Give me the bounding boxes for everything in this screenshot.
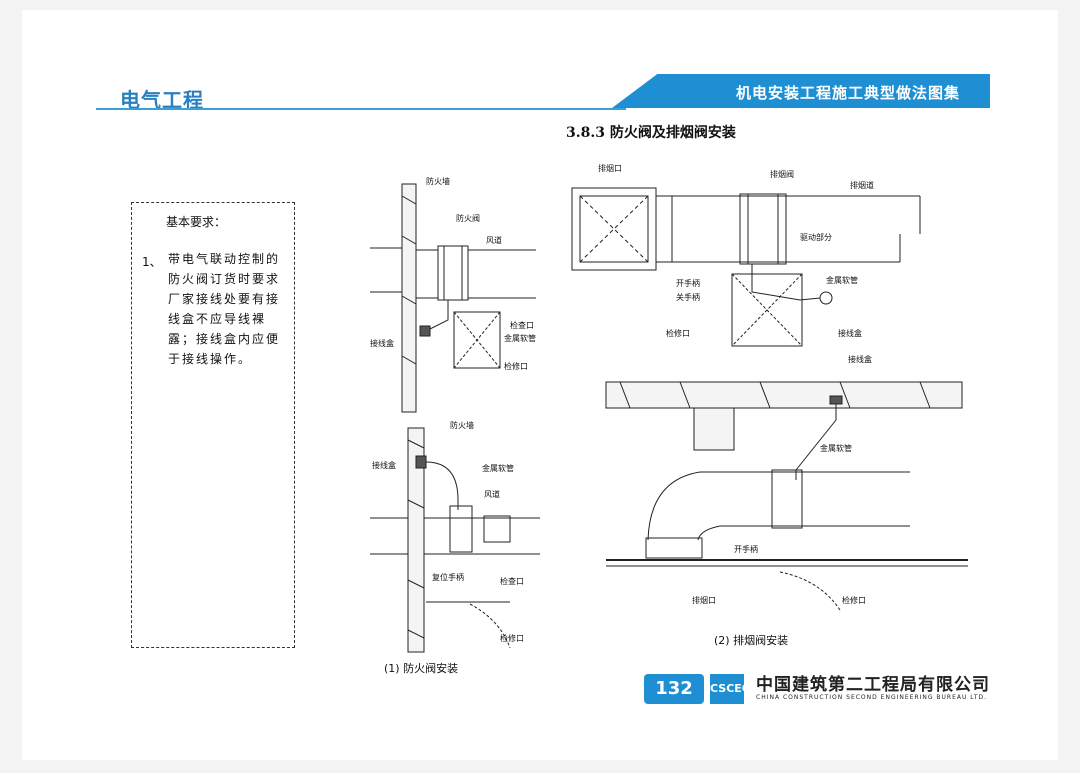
label-reset-handle: 复位手柄: [432, 572, 464, 582]
fire-damper-drawing: [370, 183, 536, 413]
fire-damper-side-labels: 防火墙 接线盒 金属软管 风道 复位手柄 检查口 检修口: [372, 420, 524, 643]
header-band: [612, 74, 990, 108]
fire-damper-labels: 防火墙 防火阀 风道 检查口 金属软管 接线盒 检修口: [370, 176, 536, 371]
label-fire-wall-2: 防火墙: [450, 420, 474, 430]
company-name-en: CHINA CONSTRUCTION SECOND ENGINEERING BU…: [756, 694, 988, 701]
requirements-box: 基本要求： 1、 带电气联动控制的防火阀订货时要求厂家接线处要有接线盒不应导线裸…: [131, 202, 295, 648]
label-fire-damper: 防火阀: [456, 213, 480, 223]
label-access-opening-3: 检修口: [666, 328, 690, 338]
smoke-valve-elevation-labels: 接线盒 金属软管 开手柄 排烟口 检修口: [692, 354, 872, 605]
caption-fire-damper: (1) 防火阀安装: [384, 661, 458, 675]
label-drive-unit: 驱动部分: [800, 232, 832, 242]
section-title: 3.8.3 防火阀及排烟阀安装: [566, 125, 736, 141]
company-name-cn: 中国建筑第二工程局有限公司: [756, 675, 990, 695]
label-junction-box-2: 接线盒: [372, 460, 396, 470]
label-smoke-outlet-4: 排烟口: [692, 595, 716, 605]
label-flexible-conduit-3: 金属软管: [826, 275, 858, 285]
label-access-opening-2: 检修口: [500, 633, 524, 643]
label-open-handle-4: 开手柄: [734, 544, 758, 554]
label-smoke-valve: 排烟阀: [770, 169, 794, 179]
requirements-text: 带电气联动控制的防火阀订货时要求厂家接线处要有接线盒不应导线裸露；接线盒内应便于…: [168, 252, 281, 366]
requirements-number: 1、: [142, 255, 162, 269]
smoke-valve-drawing: [571, 187, 921, 347]
label-inspection-port: 检查口: [510, 320, 534, 330]
label-flexible-conduit-2: 金属软管: [482, 463, 514, 473]
label-duct-2: 风道: [484, 489, 500, 499]
label-junction-box-3: 接线盒: [838, 328, 862, 338]
smoke-valve-labels: 排烟口 排烟阀 排烟道 驱动部分 开手柄 关手柄 金属软管 检修口 接线盒: [598, 163, 874, 338]
label-inspection-port-2: 检查口: [500, 576, 524, 586]
caption-smoke-valve: (2) 排烟阀安装: [714, 633, 788, 647]
label-junction-box: 接线盒: [370, 338, 394, 348]
label-junction-box-4: 接线盒: [848, 354, 872, 364]
label-fire-wall: 防火墙: [426, 176, 450, 186]
fire-damper-side-drawing: [370, 427, 540, 653]
label-smoke-outlet: 排烟口: [598, 163, 622, 173]
label-duct: 风道: [486, 235, 502, 245]
label-smoke-duct: 排烟道: [850, 180, 874, 190]
label-open-handle: 开手柄: [676, 278, 700, 288]
label-access-opening: 检修口: [504, 361, 528, 371]
page-number: 132: [644, 674, 704, 704]
label-flexible-conduit: 金属软管: [504, 333, 536, 343]
company-logo: CSCEC: [710, 674, 750, 704]
label-close-handle: 关手柄: [676, 292, 700, 302]
label-flexible-conduit-4: 金属软管: [820, 443, 852, 453]
book-title: 机电安装工程施工典型做法图集: [736, 84, 961, 102]
requirements-title: 基本要求：: [166, 215, 227, 229]
header-rule: [96, 108, 626, 110]
label-access-opening-4: 检修口: [842, 595, 866, 605]
smoke-valve-elevation-drawing: [605, 381, 968, 611]
